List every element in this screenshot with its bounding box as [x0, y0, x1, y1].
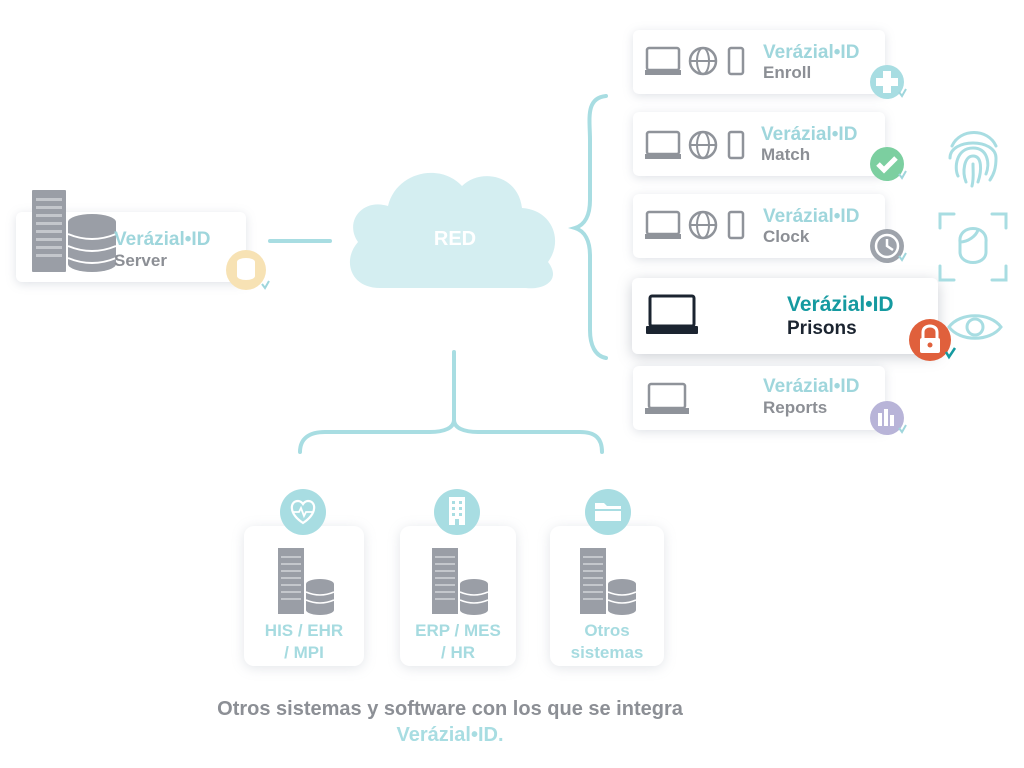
building-icon	[434, 489, 480, 535]
system-card-his[interactable]: HIS / EHR / MPI	[244, 526, 364, 666]
module-card-reports[interactable]: Verázial•ID Reports	[633, 366, 907, 435]
server-brand: Verázial•ID	[114, 229, 211, 250]
bar-chart-badge-icon	[870, 401, 907, 435]
system-erp-line1: ERP / MES	[415, 621, 501, 640]
system-erp-line2: / HR	[441, 643, 475, 662]
check-badge-icon	[870, 147, 907, 181]
database-icon	[67, 214, 117, 272]
network-cloud-icon	[349, 172, 556, 289]
multi-device-icon	[645, 210, 745, 240]
system-his-line1: HIS / EHR	[264, 621, 344, 640]
module-card-enroll[interactable]: Verázial•ID Enroll	[633, 30, 907, 99]
system-his-line2: / MPI	[284, 643, 324, 662]
enroll-name: Enroll	[763, 63, 812, 82]
lock-badge-icon	[909, 319, 957, 361]
system-otros-line1: Otros	[584, 621, 630, 640]
systems-brace	[298, 419, 604, 454]
plus-badge-icon	[870, 65, 907, 99]
match-name: Match	[761, 145, 811, 164]
caption-line2: Verázial•ID.	[396, 724, 504, 746]
module-card-prisons[interactable]: Verázial•ID Prisons	[632, 278, 957, 361]
network-label: RED	[433, 228, 477, 250]
caption-line1: Otros sistemas y software con los que se…	[217, 698, 683, 720]
reports-name: Reports	[763, 398, 828, 417]
module-card-clock[interactable]: Verázial•ID Clock	[633, 194, 907, 263]
clock-name: Clock	[763, 227, 810, 246]
heart-icon	[280, 489, 326, 535]
eye-icon	[947, 314, 1003, 340]
server-name: Server	[114, 251, 167, 270]
reports-brand: Verázial•ID	[763, 376, 860, 397]
server-rack-icon	[580, 548, 637, 615]
clock-badge-icon	[870, 229, 907, 263]
server-card[interactable]: Verázial•ID Server	[16, 190, 270, 290]
system-card-otros[interactable]: Otros sistemas	[550, 526, 664, 666]
prisons-name: Prisons	[787, 318, 857, 339]
system-otros-line2: sistemas	[570, 643, 644, 662]
server-rack-icon	[432, 548, 489, 615]
server-database-badge-icon	[226, 250, 270, 290]
system-card-erp[interactable]: ERP / MES / HR	[400, 526, 516, 666]
modules-brace	[568, 94, 608, 360]
clock-brand: Verázial•ID	[763, 206, 860, 227]
multi-device-icon	[645, 46, 745, 76]
multi-device-icon	[645, 130, 745, 160]
prisons-brand: Verázial•ID	[787, 293, 894, 316]
enroll-brand: Verázial•ID	[763, 42, 860, 63]
face-recognition-icon	[938, 212, 1008, 282]
match-brand: Verázial•ID	[761, 124, 858, 145]
fingerprint-icon	[948, 131, 998, 188]
server-rack-icon	[32, 190, 117, 272]
module-card-match[interactable]: Verázial•ID Match	[633, 112, 907, 181]
laptop-icon	[646, 294, 698, 334]
server-rack-icon	[278, 548, 335, 615]
folder-icon	[585, 489, 631, 535]
laptop-icon	[645, 382, 689, 414]
